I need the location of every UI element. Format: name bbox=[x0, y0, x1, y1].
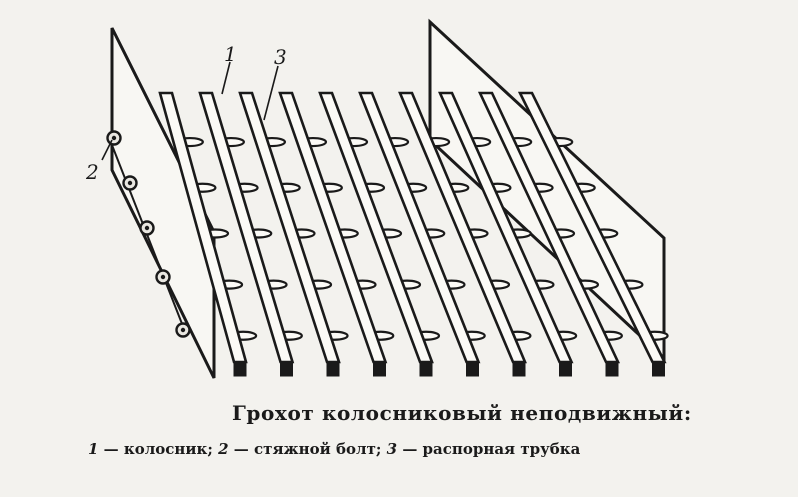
grate-bar-end bbox=[419, 361, 433, 377]
grate-bar-end bbox=[559, 361, 572, 377]
legend-num-1: 1 bbox=[88, 440, 99, 458]
grate-bar-end bbox=[605, 361, 619, 377]
grate-bar-end bbox=[466, 361, 479, 377]
tie-bolt-nut bbox=[160, 274, 166, 280]
tie-bolt-nut bbox=[144, 225, 150, 231]
tie-bolt-rod bbox=[109, 139, 187, 335]
tie-bolt-nut bbox=[127, 180, 133, 186]
legend-num-3: 3 bbox=[386, 440, 398, 458]
grate-bar-end bbox=[233, 361, 247, 377]
grate-bar-end bbox=[326, 361, 340, 377]
callout-bolt: 2 bbox=[86, 160, 99, 184]
tie-bolt-nut bbox=[180, 327, 186, 333]
grate-bar-end bbox=[280, 361, 293, 377]
tie-bolts bbox=[106, 130, 191, 338]
callout-bar: 1 bbox=[224, 42, 237, 66]
figure-caption-title: Грохот колосниковый неподвижный: bbox=[232, 401, 692, 425]
figure-caption-legend: 1 — колосник; 2 — стяжной болт; 3 — расп… bbox=[88, 440, 580, 458]
grate-bar-end bbox=[373, 361, 386, 377]
legend-text-2: — стяжной болт; bbox=[228, 440, 387, 458]
grate-bar-end bbox=[652, 361, 665, 377]
legend-num-2: 2 bbox=[218, 440, 229, 458]
callout-tube: 3 bbox=[274, 45, 287, 69]
grate-bars bbox=[158, 91, 667, 377]
tie-bolt-nut bbox=[111, 135, 117, 141]
legend-text-1: — колосник; bbox=[98, 440, 219, 458]
leader-line-bolt bbox=[101, 139, 113, 161]
grate-bar-end bbox=[512, 361, 526, 377]
leader-line-tube bbox=[263, 65, 279, 121]
leader-line-bar bbox=[221, 61, 231, 95]
grate-bar bbox=[238, 91, 341, 364]
legend-text-3: — распорная трубка bbox=[397, 440, 581, 458]
